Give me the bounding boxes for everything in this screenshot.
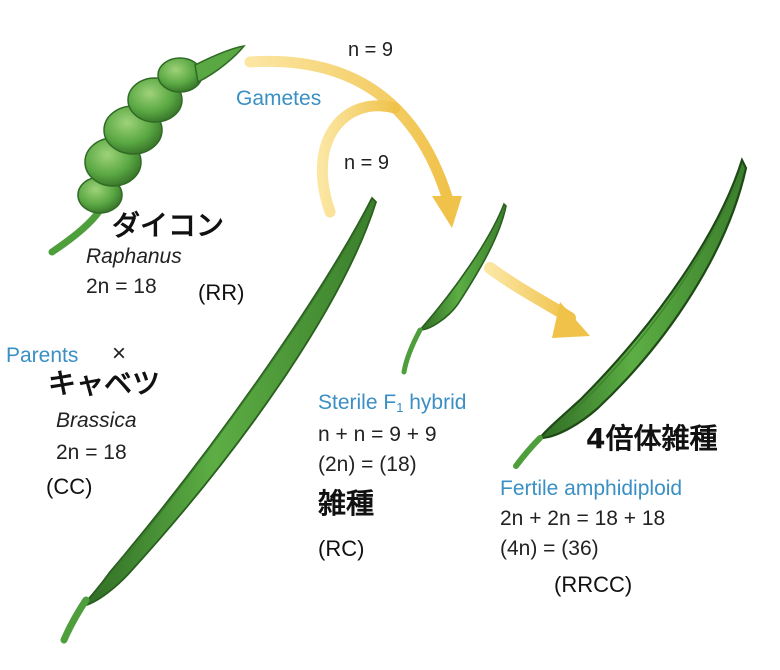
hybrid-genome-code: (RC) bbox=[318, 536, 365, 561]
amphidiploid-equation-1: 2n + 2n = 18 + 18 bbox=[500, 507, 666, 530]
amphidiploid-pod-icon bbox=[513, 157, 748, 469]
gamete-arrow-top bbox=[244, 55, 462, 228]
hybrid-equation-2: (2n) = (18) bbox=[318, 453, 417, 476]
hybrid-title: Sterile F1 hybrid bbox=[318, 392, 466, 414]
hybrid-title-subscript: 1 bbox=[396, 400, 404, 415]
brassica-genus-label: Brassica bbox=[56, 409, 137, 432]
gamete-top-label: n = 9 bbox=[348, 39, 394, 61]
brassica-genome-code: (CC) bbox=[46, 474, 93, 499]
amphidiploid-equation-2: (4n) = (36) bbox=[500, 537, 599, 560]
brassica-chromosome-label: 2n = 18 bbox=[56, 441, 127, 464]
raphanus-genome-code: (RR) bbox=[198, 280, 245, 305]
tetraploid-japanese-label: 4倍体雑種 bbox=[586, 422, 718, 455]
radish-pod-icon bbox=[48, 44, 246, 256]
gamete-arrow-hybrid bbox=[484, 262, 590, 338]
hybrid-pod-icon bbox=[401, 202, 507, 375]
gamete-mid-label: n = 9 bbox=[344, 152, 390, 174]
gametes-label: Gametes bbox=[236, 87, 322, 110]
raphanus-genus-label: Raphanus bbox=[86, 245, 182, 268]
hybrid-japanese-label: 雑種 bbox=[318, 487, 375, 520]
parents-label: Parents bbox=[6, 344, 79, 367]
gamete-arrow-mid bbox=[316, 100, 401, 218]
brassica-japanese-label: キャベツ bbox=[48, 367, 161, 400]
amphidiploid-title: Fertile amphidiploid bbox=[500, 477, 683, 500]
raphanus-chromosome-label: 2n = 18 bbox=[86, 275, 157, 298]
cross-symbol: × bbox=[112, 340, 127, 367]
amphidiploid-genome-code: (RRCC) bbox=[554, 572, 633, 597]
raphanus-japanese-label: ダイコン bbox=[112, 209, 225, 242]
hybrid-title-prefix: Sterile F bbox=[318, 391, 397, 414]
cabbage-pod-icon bbox=[60, 196, 378, 644]
hybrid-title-suffix: hybrid bbox=[403, 391, 467, 414]
hybrid-equation-1: n + n = 9 + 9 bbox=[318, 423, 437, 446]
